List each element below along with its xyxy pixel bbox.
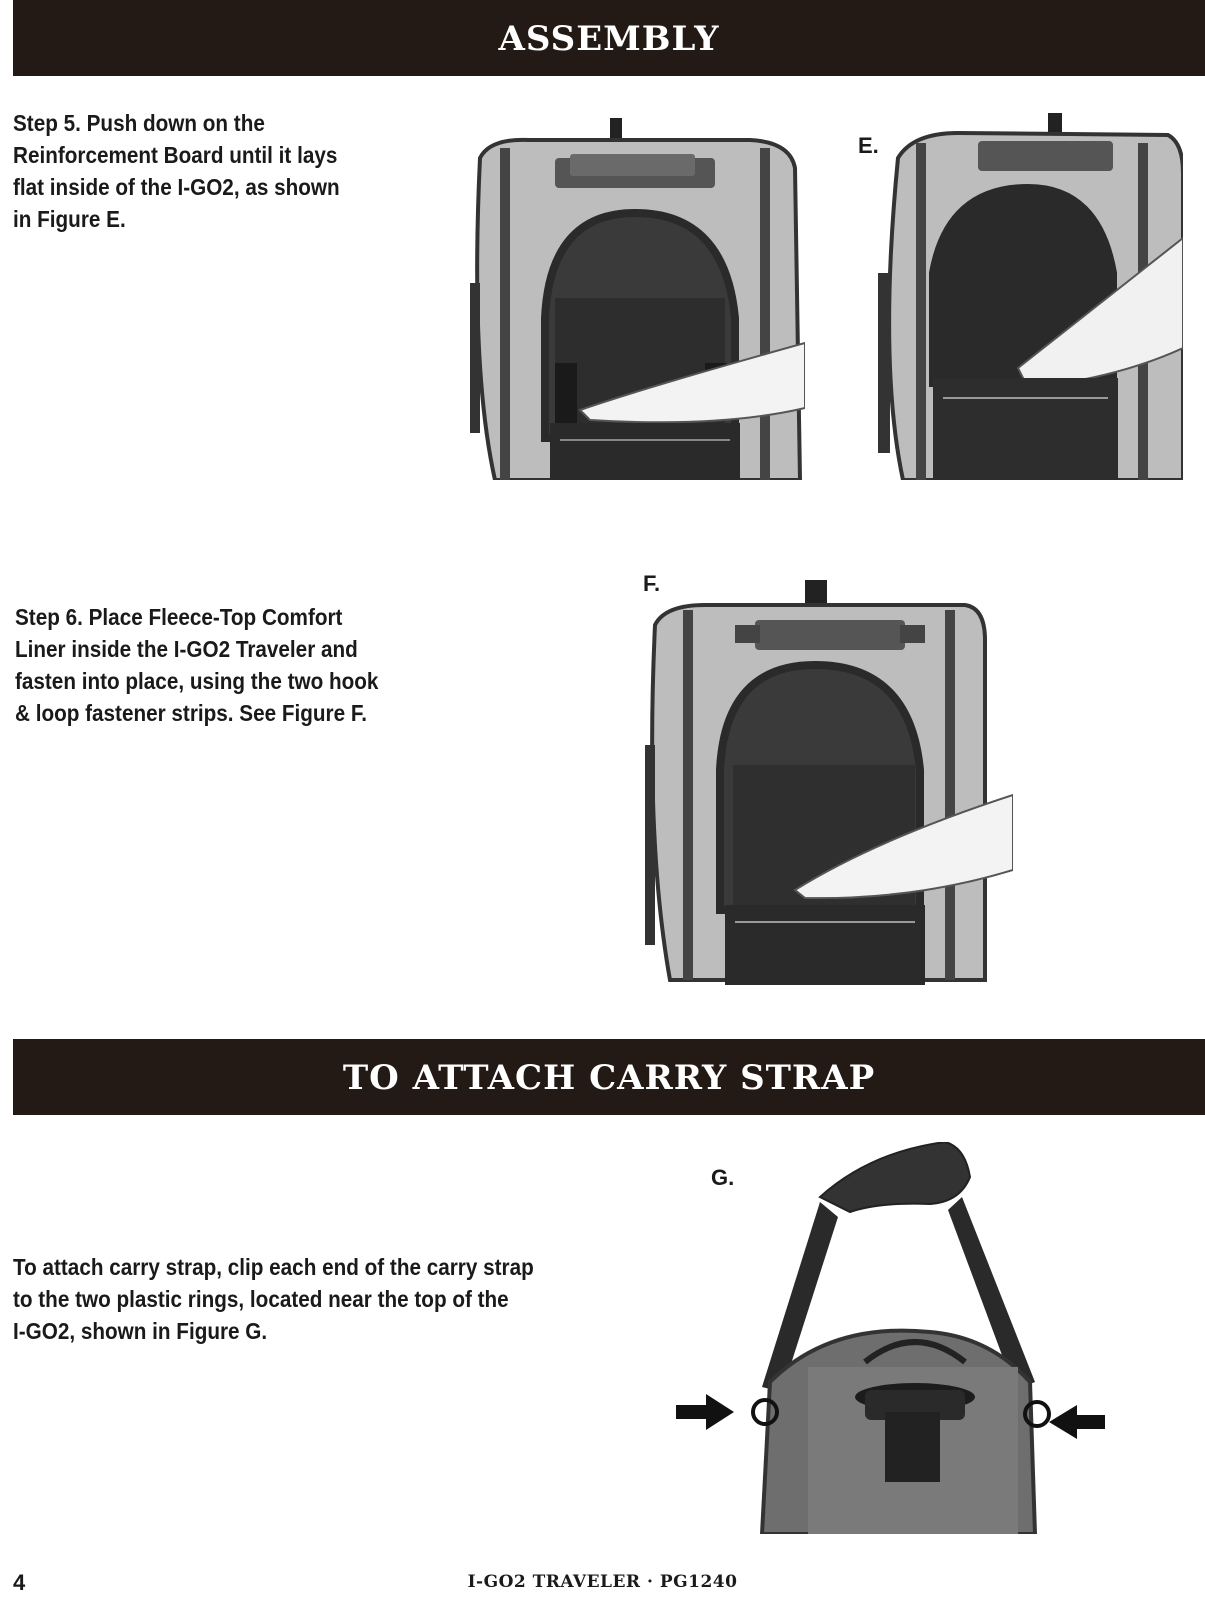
figure-e-photo-right bbox=[878, 113, 1183, 480]
step5-line: Step 5. Push down on the bbox=[13, 110, 265, 136]
figure-g-photo bbox=[751, 1142, 1051, 1534]
step5-line: flat inside of the I-GO2, as shown bbox=[13, 174, 340, 200]
carry-strap-line: I-GO2, shown in Figure G. bbox=[13, 1318, 268, 1344]
section-header-carry-strap: TO ATTACH CARRY STRAP bbox=[13, 1039, 1205, 1115]
figure-g-label: G. bbox=[711, 1165, 735, 1190]
step6-line: fasten into place, using the two hook bbox=[15, 668, 379, 694]
arrow-right-icon bbox=[676, 1394, 734, 1430]
figure-f-photo bbox=[645, 580, 1013, 985]
carry-strap-text: To attach carry strap, clip each end of … bbox=[13, 1251, 534, 1347]
step5-line: in Figure E. bbox=[13, 206, 126, 232]
step5-text: Step 5. Push down on the Reinforcement B… bbox=[13, 107, 340, 235]
arrow-left-icon bbox=[1049, 1405, 1105, 1439]
step6-line: & loop fastener strips. See Figure F. bbox=[15, 700, 367, 726]
step6-line: Step 6. Place Fleece-Top Comfort bbox=[15, 604, 343, 630]
figure-f-label: F. bbox=[643, 571, 661, 596]
footer-title: I-GO2 TRAVELER · PG1240 bbox=[467, 1572, 738, 1592]
section-title: ASSEMBLY bbox=[498, 19, 720, 59]
step6-line: Liner inside the I-GO2 Traveler and bbox=[15, 636, 358, 662]
section-title: TO ATTACH CARRY STRAP bbox=[342, 1058, 876, 1098]
section-header-assembly: ASSEMBLY bbox=[13, 0, 1205, 76]
step5-line: Reinforcement Board until it lays bbox=[13, 142, 338, 168]
page-number: 4 bbox=[13, 1570, 26, 1595]
carry-strap-line: to the two plastic rings, located near t… bbox=[13, 1286, 509, 1312]
carry-strap-line: To attach carry strap, clip each end of … bbox=[13, 1254, 534, 1280]
figure-e-photo-left bbox=[470, 118, 805, 480]
figure-e-label: E. bbox=[858, 133, 879, 158]
step6-text: Step 6. Place Fleece-Top Comfort Liner i… bbox=[15, 601, 378, 729]
